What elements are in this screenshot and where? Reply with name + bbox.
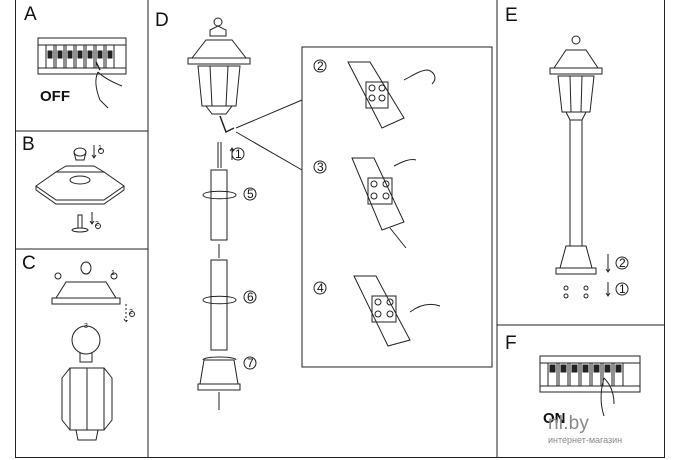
panel-f-letter: F <box>505 333 517 354</box>
on-label: ON <box>543 410 566 427</box>
step-number: 7 <box>247 356 254 370</box>
panel-c-letter: C <box>22 253 36 274</box>
step-number: 4 <box>317 281 324 295</box>
step-number: 2 <box>619 256 626 270</box>
assembled-post-lamp <box>549 35 629 299</box>
step-number: 6 <box>247 290 254 304</box>
step-number: 3 <box>84 323 88 330</box>
off-label: OFF <box>40 88 70 105</box>
watermark-domain: nl.by <box>548 413 590 434</box>
breaker-box-off <box>37 37 127 109</box>
step-number: 3 <box>317 160 324 174</box>
panel-d-letter: D <box>155 10 169 31</box>
breaker-box-on <box>539 355 641 417</box>
step-number: 2 <box>95 221 99 228</box>
step-number: 2 <box>317 59 324 73</box>
watermark-subtitle: интернет-магазин <box>548 435 623 445</box>
step-number: 5 <box>247 187 254 201</box>
lamp-head-underside <box>35 145 125 233</box>
panel-b-letter: B <box>22 134 35 155</box>
panel-dividers <box>15 0 665 458</box>
panel-a-letter: A <box>24 4 37 25</box>
wiring-detail <box>313 59 441 347</box>
panel-e-letter: E <box>505 5 518 26</box>
figure-frame <box>15 0 665 458</box>
step-number: 2 <box>129 309 133 316</box>
step-number: 1 <box>235 147 242 161</box>
step-number: 1 <box>619 282 626 296</box>
lamp-head-exploded <box>51 261 135 441</box>
post-lamp-assembly <box>187 17 303 410</box>
step-number: 1 <box>98 145 102 152</box>
step-number: 1 <box>111 270 115 277</box>
watermark: nl.by интернет-магазин <box>548 413 622 445</box>
